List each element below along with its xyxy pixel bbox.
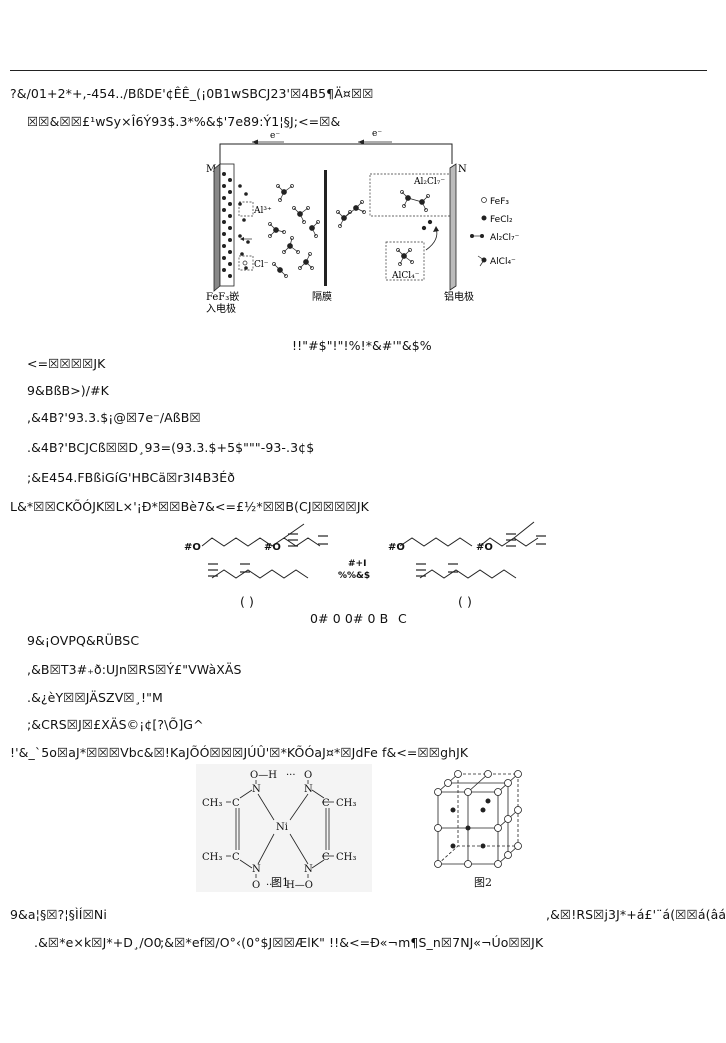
- q3-part-1: 9&a¦§☒?¦§ÌÍ☒Ni: [10, 907, 107, 922]
- legend-fecl2: FeCl₂: [490, 215, 513, 225]
- center-bottom-label: %%&$: [338, 571, 370, 581]
- electrode-n-label: N: [458, 164, 467, 175]
- separator-membrane: [324, 170, 327, 286]
- ch3-bottom-left: CH₃: [202, 852, 222, 863]
- question-1-line-2: ☒☒&☒☒£¹wSy×Î6Ý93$.3*%&$'7e89:Ý1¦§J;<=☒&: [27, 114, 341, 129]
- question-3-stem: !'&_`5o☒aJ*☒☒☒Vbc&☒!KaJÕÓ☒☒☒JÚÛ'☒*KÕÓaJ¤…: [10, 745, 469, 760]
- q1-option-b: .&4B?'BCJCß☒☒D¸93=(93.3.$+5$"""-93-.3¢$: [27, 440, 315, 455]
- q2-part-1: 9&¡OVPQ&RÜBSC: [27, 633, 140, 648]
- legend-alcl4: AlCl₄⁻: [490, 257, 516, 267]
- bottom-dots: ···: [266, 880, 276, 891]
- figure-1-label: 图1: [271, 876, 289, 889]
- alcl4-box-label: AlCl₄⁻: [391, 271, 420, 281]
- left-mid-atom-label: #O: [264, 542, 281, 553]
- q3-option-a: ,&☒!RS☒j3J*+á£'¨á(☒☒á(âá: [546, 907, 726, 922]
- c-top-left: C: [232, 798, 240, 809]
- oh-label: O—H: [250, 770, 277, 781]
- structure-figure: #O #O #O #O #+I %%&$: [184, 521, 546, 581]
- right-mid-atom-label: #O: [476, 542, 493, 553]
- header-rule: [10, 70, 707, 71]
- ho-label: H—O: [286, 880, 313, 891]
- aluminum-electrode: [449, 163, 457, 291]
- top-o-label: O: [304, 770, 312, 781]
- q1-answer-prompt: <=☒☒☒☒JK: [27, 356, 106, 371]
- structure-caption-right: C: [398, 611, 407, 626]
- question-2-stem: L&*☒☒CKÕÓJK☒L×'¡Ð*☒☒Bè7&<=£½*☒☒B(CJ☒☒☒☒J…: [10, 499, 369, 514]
- question-1-stem: ?&/01+2*+,-454../BßDE'¢ÊÊ_(¡0B1wSBCJ23'☒…: [10, 86, 374, 101]
- c-bottom-right: C: [322, 852, 330, 863]
- q2-option-a: ,&B☒T3#₊ð:UJn☒RS☒Ý£"VWàXÄS: [27, 662, 242, 677]
- bottom-right-n-label: N: [304, 864, 313, 875]
- membrane-label: 隔膜: [312, 291, 332, 303]
- ch3-bottom-right: CH₃: [336, 852, 356, 863]
- structure-a-bracket: ( ): [240, 594, 255, 609]
- figure-2-label: 图2: [474, 876, 492, 889]
- center-top-label: #+I: [348, 559, 366, 569]
- q1-part-1: 9&BßB>)/#K: [27, 383, 109, 398]
- q1-option-c: ;&E454.FBßiGíG'HBCä☒r3I4B3Éð: [27, 470, 236, 485]
- battery-figure: e⁻ e⁻ M Al³⁺ Cl⁻: [206, 129, 520, 315]
- al2cl7-box-label: Al₂Cl₇⁻: [413, 177, 445, 187]
- nickel-complex-figure: O—H ··· O N N CH₃ C C CH₃ Ni CH₃ C C CH₃…: [196, 764, 372, 892]
- top-left-n-label: N: [252, 784, 261, 795]
- structure-b-bracket: ( ): [458, 594, 473, 609]
- right-top-atom-label: #O: [388, 542, 405, 553]
- q3-option-c: ;&☒*ef☒/O°‹(0°$J☒☒ÆlK" !!&<=Ð«¬m¶S_n☒7NJ…: [160, 935, 544, 950]
- top-dots: ···: [286, 770, 296, 781]
- structure-caption-left: 0# 0 0# 0 B: [310, 611, 389, 626]
- c-top-right: C: [322, 798, 330, 809]
- electrode-m-label: M: [206, 164, 216, 175]
- legend-al2cl7: Al₂Cl₇⁻: [490, 233, 520, 243]
- figure-1-caption: !!"#$"!"!%!*&#'"&$%: [292, 338, 432, 353]
- bottom-o-label: O: [252, 880, 260, 891]
- left-top-atom-label: #O: [184, 542, 201, 553]
- crystal-cell-figure: [434, 770, 522, 868]
- bottom-left-n-label: N: [252, 864, 261, 875]
- left-electrode: [219, 163, 235, 287]
- aluminum-electrode-label: 铝电极: [444, 290, 474, 303]
- arrow-right-head: [358, 139, 364, 145]
- electron-left-label: e⁻: [270, 131, 280, 141]
- arrow-left-head: [252, 139, 258, 145]
- ch3-top-left: CH₃: [202, 798, 222, 809]
- cl-label: Cl⁻: [254, 260, 269, 270]
- top-right-n-label: N: [304, 784, 313, 795]
- electron-right-label: e⁻: [372, 129, 382, 139]
- q2-option-c: ;&CRS☒J☒£XÄS©¡¢[?\Õ]G^: [27, 717, 204, 732]
- q3-option-b: .&☒*e×k☒J*+D¸/O0: [34, 935, 162, 950]
- left-electrode-label-2: 入电极: [206, 302, 236, 315]
- q2-option-b: .&¿èY☒☒JÄSZV☒¸!"M: [27, 690, 163, 705]
- c-bottom-left: C: [232, 852, 240, 863]
- ni-label: Ni: [276, 822, 288, 833]
- q1-option-a: ,&4B?'93.3.$¡@☒7e⁻/AßB☒: [27, 410, 201, 425]
- legend-fef3: FeF₃: [490, 197, 509, 207]
- left-electrode-label-1: FeF₃嵌: [206, 291, 239, 303]
- ch3-top-right: CH₃: [336, 798, 356, 809]
- al3-label: Al³⁺: [253, 206, 272, 216]
